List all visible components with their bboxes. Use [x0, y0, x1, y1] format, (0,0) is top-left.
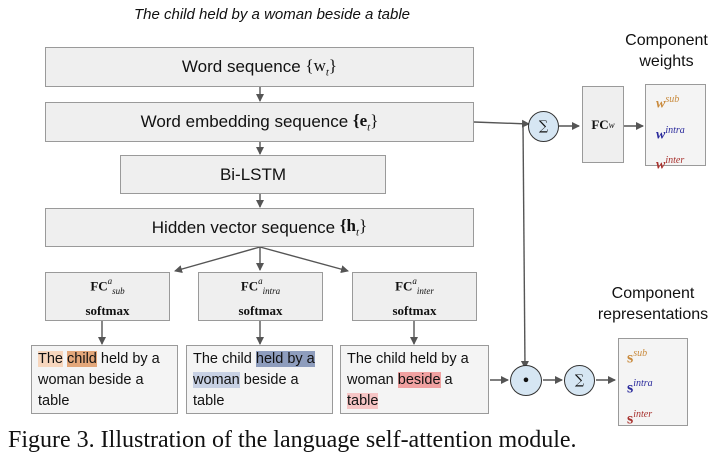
sum-node-weights: ∑: [528, 111, 559, 142]
component-weights-title: Component weights: [625, 32, 708, 70]
fc-intra-label: FCaintra: [240, 276, 281, 296]
highlight-woman: woman: [193, 372, 240, 388]
weight-sub: wsub: [656, 94, 680, 112]
fc-inter-softmax-box: FCainter softmax: [352, 272, 477, 321]
figure-caption: Figure 3. Illustration of the language s…: [8, 427, 577, 453]
fc-intra-softmax-box: FCaintra softmax: [198, 272, 323, 321]
attention-text-sub: The child held by a woman beside a table: [31, 345, 178, 414]
dot-product-node: •: [510, 365, 542, 396]
fc-sub-softmax-box: FCasub softmax: [45, 272, 170, 321]
weight-inter: winter: [656, 155, 685, 173]
rep-intra: sintra: [627, 378, 653, 397]
fc-sub-label: FCasub: [90, 276, 125, 296]
highlight-held-by-a: held by a: [255, 351, 315, 367]
softmax-sub-label: softmax: [85, 302, 130, 318]
highlight-beside: beside: [397, 372, 441, 388]
sum-node-representations: ∑: [564, 365, 595, 396]
attention-text-intra: The child held by a woman beside a table: [186, 345, 333, 414]
highlight-the: The: [38, 351, 63, 367]
example-sentence: The child held by a woman beside a table: [133, 6, 410, 23]
weight-intra: wintra: [656, 124, 685, 143]
component-weights-box: wsub wintra winter: [645, 84, 706, 173]
rep-sub: ssub: [627, 348, 648, 367]
word-sequence-math: {wt}: [305, 55, 338, 79]
word-sequence-box: Word sequence {wt}: [45, 47, 474, 87]
softmax-inter-label: softmax: [392, 302, 437, 318]
component-representations-box: ssub sintra sinter: [618, 338, 688, 427]
bilstm-label: Bi-LSTM: [219, 164, 287, 184]
word-embedding-math: {et}: [352, 110, 379, 134]
highlight-child: child: [67, 351, 97, 367]
hidden-vector-box: Hidden vector sequence {ht}: [45, 208, 474, 247]
attention-text-inter: The child held by a woman beside a table: [340, 345, 489, 414]
hidden-vector-label: Hidden vector sequence: [151, 217, 336, 237]
bilstm-box: Bi-LSTM: [120, 155, 386, 194]
hidden-vector-math: {ht}: [339, 216, 368, 239]
rep-inter: sinter: [627, 408, 653, 427]
highlight-table: table: [347, 393, 379, 409]
fc-inter-label: FCainter: [395, 276, 434, 296]
word-embedding-label: Word embedding sequence: [140, 112, 349, 131]
softmax-intra-label: softmax: [238, 302, 283, 318]
word-sequence-label: Word sequence: [181, 57, 301, 76]
component-representations-title: Component representations: [597, 285, 709, 323]
word-embedding-box: Word embedding sequence {et}: [45, 102, 474, 142]
